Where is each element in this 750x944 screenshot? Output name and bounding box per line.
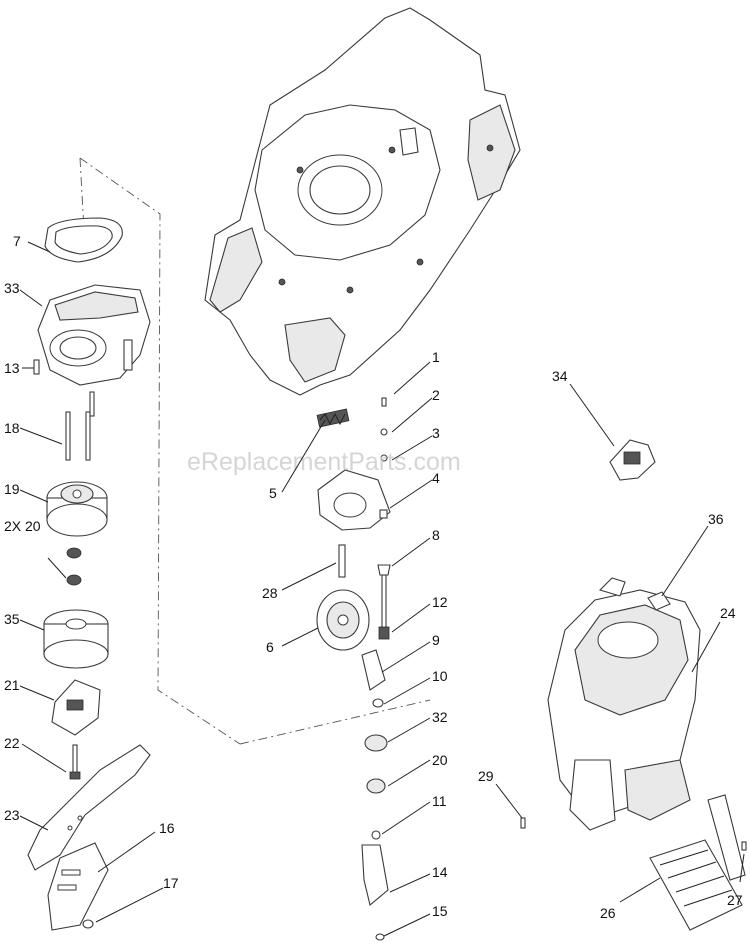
bolts-18[interactable]: [65, 391, 95, 461]
callout-7: 7: [13, 233, 21, 249]
callout-27: 27: [727, 892, 743, 908]
drive-belt[interactable]: [44, 217, 123, 263]
screw-29[interactable]: [520, 817, 526, 829]
mulch-plug-16[interactable]: [47, 842, 109, 931]
pin-28[interactable]: [338, 544, 346, 578]
callout-16: 16: [159, 820, 175, 836]
callout-19: 19: [4, 481, 20, 497]
shaft-column[interactable]: [361, 397, 391, 941]
callout-5: 5: [269, 485, 277, 501]
callouts: 7 33 13 18 19 2X 20 35 21 22 23 16 17 1 …: [4, 233, 743, 921]
callout-21: 21: [4, 677, 20, 693]
bolt-13[interactable]: [33, 359, 40, 375]
mower-deck[interactable]: [204, 7, 521, 396]
leader-lines: [19, 241, 745, 937]
callout-14: 14: [432, 864, 448, 880]
callout-15: 15: [432, 903, 448, 919]
callout-4: 4: [432, 470, 440, 486]
blade-bolt-22[interactable]: [69, 744, 81, 780]
callout-13: 13: [4, 360, 20, 376]
pulley-35[interactable]: [43, 609, 109, 669]
callout-2: 2: [432, 387, 440, 403]
callout-26: 26: [600, 905, 616, 921]
spring-5[interactable]: [316, 408, 350, 428]
callout-34: 34: [552, 368, 568, 384]
pulley-6[interactable]: [316, 589, 370, 651]
callout-1: 1: [432, 349, 440, 365]
guard-27[interactable]: [707, 794, 747, 881]
belt-cover[interactable]: [37, 284, 151, 386]
callout-18: 18: [4, 420, 20, 436]
callout-28: 28: [262, 585, 278, 601]
callout-23: 23: [4, 807, 20, 823]
callout-33: 33: [4, 280, 20, 296]
fuel-cap-34[interactable]: [609, 439, 656, 481]
watermark-text: eReplacementParts.com: [187, 448, 461, 476]
callout-24: 24: [720, 605, 736, 621]
callout-6: 6: [266, 639, 274, 655]
callout-8: 8: [432, 527, 440, 543]
callout-22: 22: [4, 735, 20, 751]
callout-29: 29: [478, 768, 494, 784]
oil-cap-36[interactable]: [647, 591, 671, 611]
callout-32: 32: [432, 709, 448, 725]
callout-9: 9: [432, 632, 440, 648]
callout-36: 36: [708, 511, 724, 527]
callout-35: 35: [4, 611, 20, 627]
callout-10: 10: [432, 668, 448, 684]
blade-23[interactable]: [27, 744, 151, 871]
callout-11: 11: [432, 793, 447, 809]
callout-17: 17: [163, 875, 179, 891]
bracket-4[interactable]: [317, 469, 391, 531]
callout-3: 3: [432, 425, 440, 441]
blade-adapter-21[interactable]: [51, 679, 101, 736]
callout-12: 12: [432, 594, 448, 610]
callout-20a: 2X 20: [4, 518, 41, 534]
callout-20b: 20: [432, 752, 448, 768]
pulley-19[interactable]: [46, 481, 108, 537]
bearings-20[interactable]: [66, 547, 82, 586]
nut-17[interactable]: [82, 919, 94, 929]
muffler-guard-26[interactable]: [649, 839, 743, 931]
engine-24[interactable]: [547, 577, 701, 831]
